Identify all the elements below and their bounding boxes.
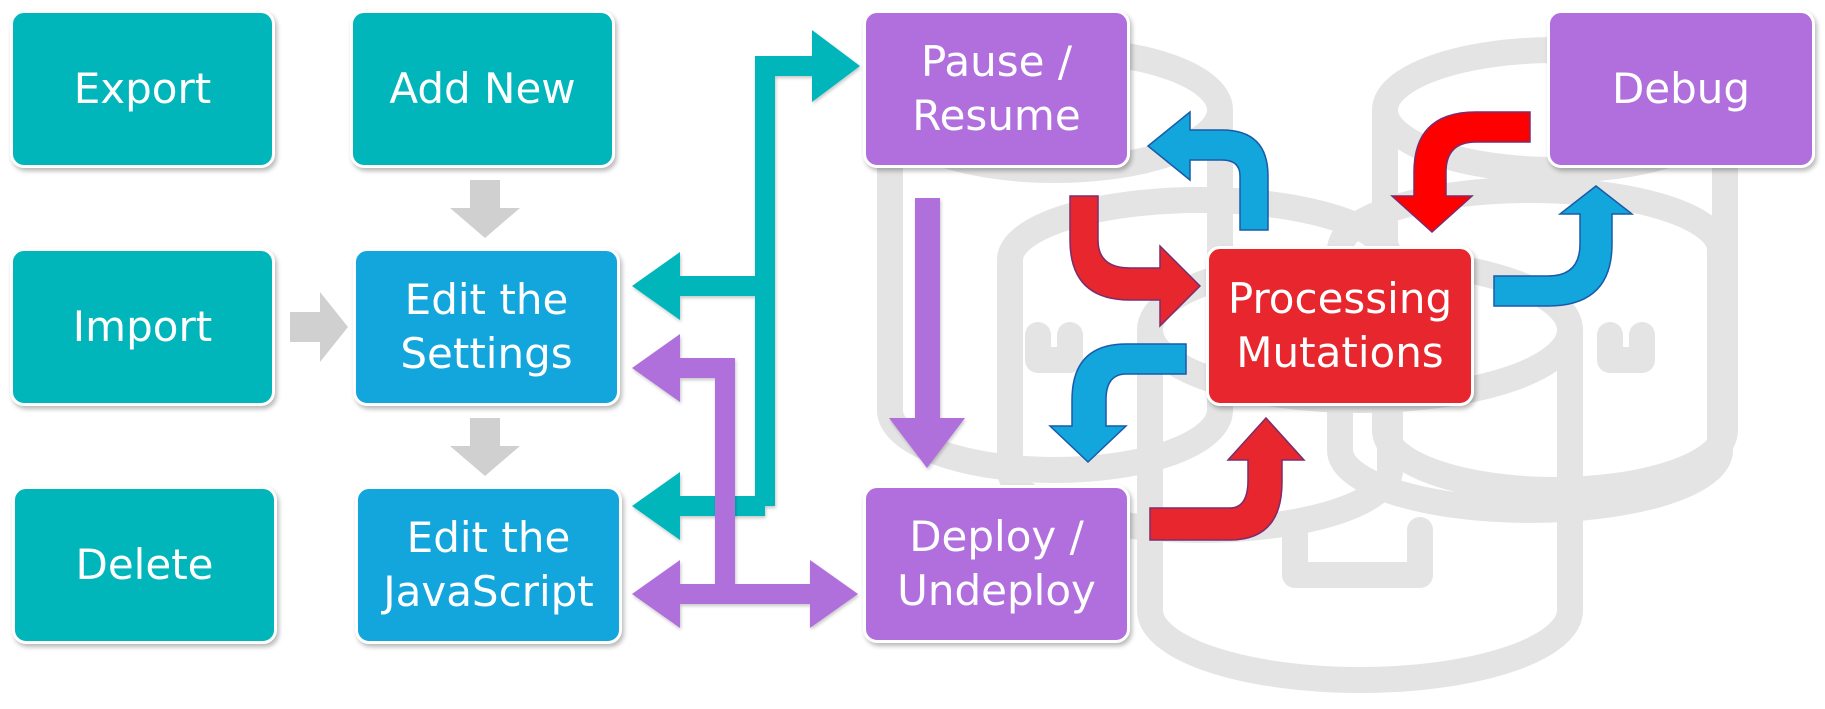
database-slot-left bbox=[1025, 322, 1083, 373]
edit-settings-node: Edit the Settings bbox=[353, 248, 620, 406]
arrow-purple-bracket bbox=[632, 334, 858, 628]
pause-resume-node: Pause / Resume bbox=[863, 10, 1130, 168]
arrow-debug-to-processing bbox=[1390, 111, 1531, 234]
deploy-undeploy-node: Deploy / Undeploy bbox=[863, 485, 1130, 643]
arrow-pause-to-deploy bbox=[889, 198, 965, 468]
processing-mutations-node: Processing Mutations bbox=[1206, 246, 1474, 406]
database-slot-right bbox=[1597, 322, 1655, 373]
arrow-settings-to-javascript bbox=[450, 418, 520, 476]
arrow-import-to-settings bbox=[290, 292, 348, 362]
arrow-add-new-to-settings bbox=[450, 180, 520, 238]
arrow-teal-bracket bbox=[632, 30, 860, 540]
database-slot-front bbox=[1282, 517, 1433, 588]
arrow-pause-to-processing bbox=[1069, 195, 1202, 328]
arrow-processing-to-pause bbox=[1146, 110, 1269, 231]
add-new-node: Add New bbox=[350, 10, 615, 168]
arrow-processing-to-deploy bbox=[1048, 343, 1187, 464]
delete-node: Delete bbox=[12, 486, 277, 644]
export-node: Export bbox=[10, 10, 275, 168]
arrow-deploy-to-processing bbox=[1149, 416, 1306, 541]
import-node: Import bbox=[10, 248, 275, 406]
arrow-processing-to-debug bbox=[1493, 185, 1635, 307]
debug-node: Debug bbox=[1547, 10, 1815, 168]
edit-javascript-node: Edit the JavaScript bbox=[355, 486, 622, 644]
